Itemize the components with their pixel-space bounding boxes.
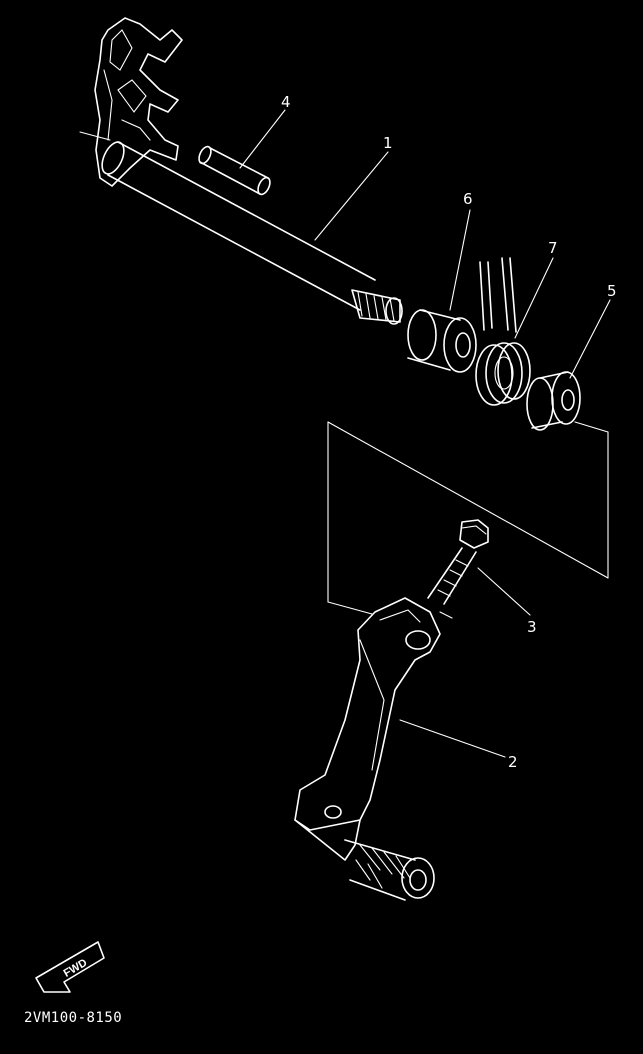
assembly-guide-lines	[327, 421, 609, 619]
callout-6: 6	[463, 190, 473, 208]
part-collar	[407, 309, 477, 373]
part-washer	[526, 371, 581, 431]
callout-5: 5	[607, 282, 617, 300]
part-shift-pedal	[294, 597, 441, 901]
callout-3: 3	[527, 618, 537, 636]
callout-7: 7	[548, 239, 558, 257]
shaft-spline	[351, 289, 403, 325]
leader-lines	[239, 109, 611, 758]
part-spring	[475, 257, 531, 406]
part-pin	[198, 145, 271, 196]
callout-1: 1	[383, 134, 393, 152]
part-code: 2VM100-8150	[24, 1010, 122, 1026]
callout-2: 2	[508, 753, 518, 771]
callout-4: 4	[281, 93, 291, 111]
part-shift-shaft	[79, 17, 403, 325]
part-bolt	[427, 519, 489, 605]
fwd-arrow-icon: FWD	[35, 941, 105, 993]
